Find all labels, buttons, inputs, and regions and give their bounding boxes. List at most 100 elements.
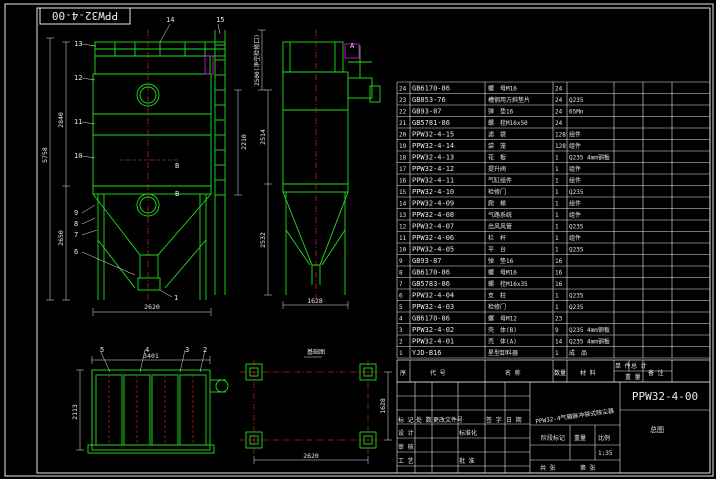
bom-cell-qty: 16 <box>555 270 563 277</box>
bom-cell-name: 螺 母M16 <box>488 269 517 277</box>
bom-cell-code: PPW32-4-06 <box>412 234 454 242</box>
bom-cell-material: Q235 <box>569 224 584 231</box>
callout-1: 1 <box>174 294 178 302</box>
front-view-accents <box>120 30 214 300</box>
tb-drawing-number: PPW32-4-00 <box>632 390 698 403</box>
bom-cell-material: Q235 <box>569 304 584 311</box>
bom-cell-code: GB5781-86 <box>412 119 450 127</box>
tb-stage-mark: 阶段标记 <box>541 434 565 442</box>
bom-cell-no: 6 <box>399 293 403 300</box>
tb-approve: 批 准 <box>459 457 475 465</box>
section-mark-b2: B <box>175 190 179 198</box>
bom-cell-name: 爬 梯 <box>488 200 506 208</box>
bom-cell-no: 23 <box>399 97 407 104</box>
bom-cell-qty: 128 <box>555 132 566 139</box>
tb-process: 工 艺 <box>398 457 414 465</box>
bom-cell-qty: 1 <box>555 247 559 254</box>
bom-head-weight: 重 量 <box>625 373 641 381</box>
callout-8: 8 <box>74 220 78 228</box>
bom-cell-no: 2 <box>399 339 403 346</box>
bom-cell-name: 螺 母M12 <box>488 315 517 323</box>
callout-7: 7 <box>74 231 78 239</box>
bom-cell-no: 22 <box>399 109 407 116</box>
bom-cell-material: 组件 <box>569 165 581 173</box>
bom-head-remark: 备 注 <box>648 369 664 377</box>
bom-head-code: 代 号 <box>430 369 446 377</box>
tb-sheet-name: 总图 <box>650 425 664 434</box>
bom-cell-qty: 1 <box>555 166 559 173</box>
bom-cell-no: 1 <box>399 350 403 357</box>
bom-cell-name: 槽钢用方斜垫片 <box>488 96 530 104</box>
bom-cell-code: PPW32-4-04 <box>412 292 454 300</box>
bom-cell-qty: 1 <box>555 189 559 196</box>
bom-cell-material: 组件 <box>569 211 581 219</box>
bom-cell-qty: 24 <box>555 120 563 127</box>
bom-cell-no: 18 <box>399 155 407 162</box>
bom-cell-code: GB93-87 <box>412 108 442 116</box>
bom-cell-name: 花 板 <box>488 154 506 162</box>
dim-front-lower: 2650 <box>57 230 65 246</box>
bom-cell-name: 检修门 <box>488 188 506 196</box>
bom-cell-qty: 24 <box>555 97 563 104</box>
bom-cell-no: 7 <box>399 281 403 288</box>
outer-frame <box>4 3 714 477</box>
bom-cell-qty: 128 <box>555 143 566 150</box>
bom-cell-code: GB93-87 <box>412 257 442 265</box>
callout-4: 4 <box>145 346 149 354</box>
bom-head-unit: 单 件 <box>615 362 631 370</box>
dim-front-height-total: 5758 <box>41 147 49 163</box>
title-block-labels: 标 记 处 数 更改文件号 签 字 日 期 设 计 标准化 审 核 工 艺 批 … <box>398 390 698 472</box>
callout-15: 15 <box>216 16 224 24</box>
bom-cell-no: 10 <box>399 247 407 254</box>
bom-cell-no: 8 <box>399 270 403 277</box>
tb-scale: 1:35 <box>598 450 613 457</box>
bom-cell-no: 13 <box>399 212 407 219</box>
dim-plan-length: 3401 <box>143 352 159 360</box>
bom-cell-material: 组件 <box>569 234 581 242</box>
tb-product-name: PPW32-4气箱脉冲袋式除尘器 <box>535 407 615 426</box>
tb-date: 日 期 <box>506 416 522 424</box>
foundation-view: 基础图 2620 1628 <box>240 348 392 464</box>
dim-side-lower: 2532 <box>259 232 267 248</box>
bom-cell-code: PPW32-4-15 <box>412 131 454 139</box>
bom-cell-code: PPW32-4-09 <box>412 200 454 208</box>
stamp-text: PPW32-4-00 <box>52 9 118 22</box>
bom-cell-qty: 9 <box>555 327 559 334</box>
bom-cell-no: 21 <box>399 120 407 127</box>
bom-cell-material: Q235 4mm钢板 <box>569 326 610 334</box>
section-mark-a1: A <box>350 42 355 50</box>
bom-cell-name: 壳 体(B) <box>488 326 517 334</box>
side-view <box>282 41 381 295</box>
callout-10: 10 <box>74 152 82 160</box>
bom-cell-code: PPW32-4-10 <box>412 188 454 196</box>
bom-cell-name: 螺 栓M16x50 <box>488 119 528 127</box>
section-mark-b1: B <box>175 162 179 170</box>
dim-base-width: 2620 <box>303 452 319 460</box>
bom-cell-name: 检修门 <box>488 303 506 311</box>
bom-cell-no: 17 <box>399 166 407 173</box>
bom-cell-name: 提升阀 <box>488 165 506 173</box>
bom-cell-qty: 16 <box>555 281 563 288</box>
bom-cell-no: 16 <box>399 178 407 185</box>
bom-cell-material: 组件 <box>569 177 581 185</box>
tb-scale-label: 比例 <box>598 434 610 442</box>
tb-weight: 重量 <box>574 434 586 442</box>
bom-head-name: 名 称 <box>505 369 521 377</box>
dim-plan-depth: 2113 <box>71 404 79 420</box>
bom-cell-name: 平 台 <box>488 246 506 254</box>
callout-12: 12 <box>74 74 82 82</box>
bom-cell-code: GB6170-86 <box>412 269 450 277</box>
bom-cell-qty: 1 <box>555 350 559 357</box>
callout-3: 3 <box>185 346 189 354</box>
bom-cell-name: 气缸组件 <box>488 177 512 185</box>
bom-cell-material: 65Mn <box>569 109 584 116</box>
